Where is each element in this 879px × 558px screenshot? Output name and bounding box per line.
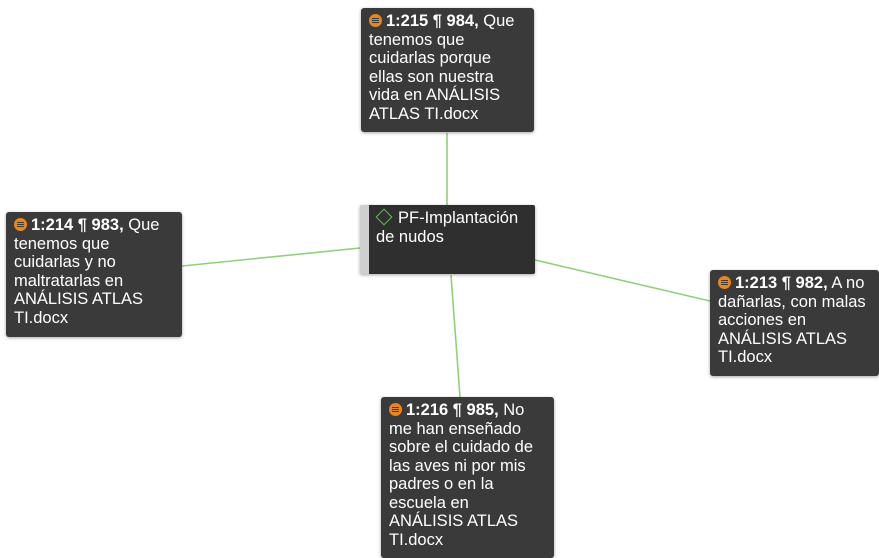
quotation-reference: 1:213 ¶ 982,: [735, 274, 828, 292]
code-node[interactable]: PF-Implantación de nudos: [360, 205, 535, 274]
quotation-text: Que tenemos que cuidarlas porque ellas s…: [369, 12, 515, 123]
quotation-node-214[interactable]: 1:214 ¶ 983, Que tenemos que cuidarlas y…: [6, 212, 182, 337]
quotation-text: No me han enseñado sobre el cuidado de l…: [389, 401, 534, 549]
quotation-icon: [14, 218, 27, 231]
quotation-text: A no dañarlas, con malas acciones en ANÁ…: [718, 274, 866, 366]
quotation-icon: [389, 403, 402, 416]
quotation-reference: 1:215 ¶ 984,: [386, 12, 479, 30]
quotation-text: Que tenemos que cuidarlas y no maltratar…: [14, 216, 160, 327]
quotation-reference: 1:216 ¶ 985,: [406, 401, 499, 419]
quotation-node-213[interactable]: 1:213 ¶ 982, A no dañarlas, con malas ac…: [710, 270, 879, 376]
quotation-icon: [718, 276, 731, 289]
edge-code-to-quote-214: [181, 247, 361, 267]
quotation-icon: [369, 14, 382, 27]
quotation-node-216[interactable]: 1:216 ¶ 985, No me han enseñado sobre el…: [381, 397, 554, 558]
quotation-node-215[interactable]: 1:215 ¶ 984, Que tenemos que cuidarlas p…: [361, 8, 534, 132]
code-diamond-icon: [375, 208, 393, 226]
code-label: PF-Implantación de nudos: [376, 209, 519, 246]
edge-code-to-quote-213: [534, 259, 711, 302]
quotation-reference: 1:214 ¶ 983,: [31, 216, 124, 234]
edge-code-to-quote-216: [450, 274, 461, 398]
